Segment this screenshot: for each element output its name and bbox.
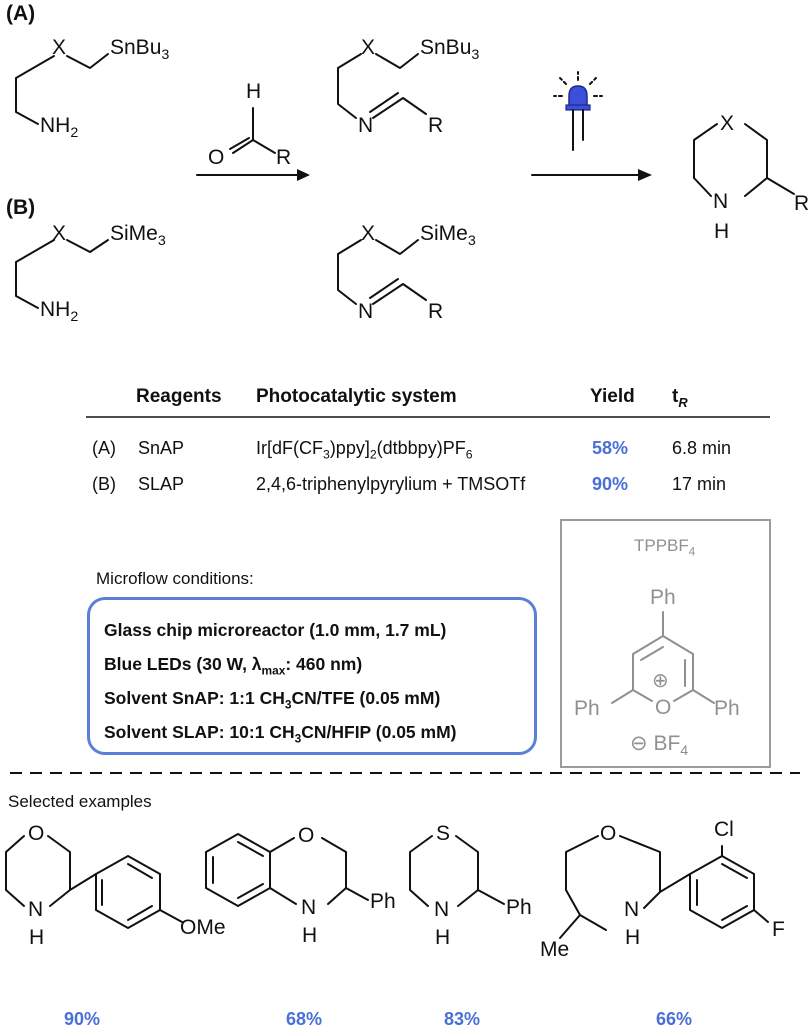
tppbf4-counterion: ⊖ BF4: [630, 732, 689, 760]
ex2-ph: Ph: [370, 890, 396, 913]
ex4-o: O: [600, 822, 617, 845]
ex3-n: N: [434, 898, 450, 921]
ex4-n: N: [624, 898, 640, 921]
aldehyde-h: H: [246, 80, 262, 103]
product-h: H: [714, 220, 730, 243]
imine-a-r: R: [428, 114, 444, 137]
plus-charge-icon: ⊕: [652, 670, 669, 692]
header-system: Photocatalytic system: [256, 386, 457, 407]
ex3-h: H: [435, 926, 451, 949]
row-b-label: (B): [92, 474, 116, 494]
imine-b-n: N: [358, 300, 374, 323]
ex2-yield: 68%: [286, 1009, 323, 1029]
tppbf4-ph-top: Ph: [650, 586, 676, 609]
examples-heading: Selected examples: [8, 792, 152, 811]
condition-reactor: Glass chip microreactor (1.0 mm, 1.7 mL): [104, 620, 447, 640]
ex4-yield: 66%: [656, 1009, 693, 1029]
ex1-yield: 90%: [64, 1009, 101, 1029]
ex1-h: H: [29, 926, 45, 949]
imine-b-x: X: [361, 222, 376, 245]
row-a-label: (A): [92, 438, 116, 458]
header-tr: tR: [672, 386, 688, 410]
product-n: N: [713, 190, 729, 213]
row-b-tr: 17 min: [672, 474, 727, 494]
row-a-system: Ir[dF(CF3)ppy]2(dtbbpy)PF6: [256, 438, 473, 462]
ex1-o: O: [28, 822, 45, 845]
ex1-ome: OMe: [180, 916, 226, 939]
imine-a-x: X: [361, 36, 376, 59]
ex3-yield: 83%: [444, 1009, 481, 1029]
ex2-o: O: [298, 824, 315, 847]
blue-led-icon: [553, 71, 603, 151]
imine-a-n: N: [358, 114, 374, 137]
amine-b-label: NH2: [40, 298, 79, 326]
header-reagents: Reagents: [136, 386, 222, 407]
ex3-ph: Ph: [506, 896, 532, 919]
condition-solvent-snap: Solvent SnAP: 1:1 CH3CN/TFE (0.05 mM): [104, 688, 441, 712]
tppbf4-box: [560, 519, 771, 768]
conditions-box: Glass chip microreactor (1.0 mm, 1.7 mL)…: [87, 597, 537, 755]
ex4-me: Me: [540, 938, 570, 961]
amine-label: NH2: [40, 114, 79, 142]
condition-leds: Blue LEDs (30 W, λmax: 460 nm): [104, 654, 363, 678]
tppbf4-title: TPPBF4: [634, 536, 696, 559]
panel-a-label: (A): [6, 2, 36, 25]
ex4-f: F: [772, 918, 785, 941]
condition-solvent-slap: Solvent SLAP: 10:1 CH3CN/HFIP (0.05 mM): [104, 722, 457, 746]
aldehyde-r: R: [276, 146, 292, 169]
row-b-system: 2,4,6-triphenylpyrylium + TMSOTf: [256, 474, 526, 494]
row-a-tr: 6.8 min: [672, 438, 732, 458]
ex2-h: H: [302, 924, 318, 947]
imine-b-r: R: [428, 300, 444, 323]
aldehyde-o: O: [208, 146, 225, 169]
silane-label: SiMe3: [110, 222, 166, 250]
ex4-h: H: [625, 926, 641, 949]
ex3-s: S: [436, 822, 451, 845]
x-atom-b: X: [52, 222, 67, 245]
product-r: R: [794, 192, 810, 215]
imine-a-stannane: SnBu3: [420, 36, 480, 64]
ex4-cl: Cl: [714, 818, 734, 841]
tppbf4-ph-left: Ph: [574, 697, 600, 720]
panel-b-label: (B): [6, 196, 36, 219]
product-x: X: [720, 112, 735, 135]
tppbf4-ph-right: Ph: [714, 697, 740, 720]
tppbf4-o: O: [655, 696, 672, 719]
row-b-yield: 90%: [592, 474, 629, 494]
microflow-heading: Microflow conditions:: [96, 569, 254, 588]
header-yield: Yield: [590, 386, 635, 407]
row-b-reagent: SLAP: [138, 474, 185, 494]
x-atom: X: [52, 36, 67, 59]
ex2-n: N: [301, 896, 317, 919]
imine-b-silane: SiMe3: [420, 222, 476, 250]
ex1-n: N: [28, 898, 44, 921]
row-a-yield: 58%: [592, 438, 629, 458]
row-a-reagent: SnAP: [138, 438, 185, 458]
stannane-label: SnBu3: [110, 36, 170, 64]
